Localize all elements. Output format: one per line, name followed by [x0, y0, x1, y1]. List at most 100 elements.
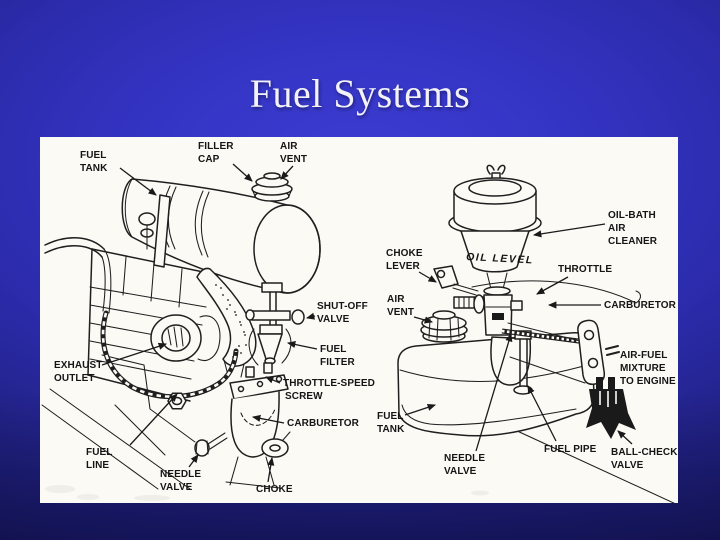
intake-manifold-drawing [196, 267, 257, 378]
label-text: NEEDLE [160, 469, 201, 480]
leader-fuel-pipe [527, 385, 557, 442]
label-text: NEEDLE [444, 453, 485, 464]
label-text: OUTLET [54, 373, 95, 384]
label-text: CARBURETOR [604, 300, 677, 311]
fuel-filter-drawing [248, 324, 292, 366]
leader-ball-check-valve [617, 430, 633, 445]
label-text: VALVE [611, 460, 644, 471]
throttle-linkage-drawing [471, 280, 642, 386]
label-text: FILLER [198, 141, 234, 152]
leader-throttle [536, 276, 569, 295]
leader-shut-off-valve [305, 312, 316, 320]
leader-carburetor-left [251, 414, 285, 424]
label-air-vent-right: AIR VENT [387, 294, 434, 324]
label-text: OIL-BATH [608, 210, 656, 221]
needle-valve-drawing [194, 432, 228, 457]
leader-air-vent-right [413, 316, 434, 324]
shut-off-valve-drawing [245, 282, 305, 330]
label-fuel-filter: FUEL FILTER [286, 340, 356, 368]
leader-exhaust-outlet [101, 342, 168, 366]
label-air-vent-left: AIR VENT [280, 141, 307, 180]
label-fuel-tank-right: FUEL TANK [377, 403, 437, 435]
label-ball-check-valve: BALL-CHECK VALVE [611, 430, 678, 471]
leader-needle-valve-right [475, 332, 513, 452]
leader-air-vent-left [280, 165, 294, 180]
label-text: FUEL PIPE [544, 444, 597, 455]
label-text: CLEANER [608, 236, 658, 247]
carburetor-bowl-drawing [490, 336, 532, 386]
leader-fuel-filter [286, 340, 318, 350]
air-vent-cap-drawing [420, 310, 468, 343]
label-text: BALL-CHECK [611, 447, 678, 458]
label-exhaust-outlet: EXHAUST OUTLET [54, 342, 168, 384]
label-text: FUEL [86, 447, 113, 458]
label-text: FUEL [320, 344, 347, 355]
label-choke: CHOKE [256, 456, 293, 495]
label-text: THROTTLE [558, 264, 612, 275]
label-air-fuel-mixture: AIR-FUEL MIXTURE TO ENGINE [620, 350, 676, 387]
leader-oil-bath-air-cleaner [532, 223, 606, 238]
label-filler-cap: FILLER CAP [198, 141, 253, 182]
choke-drawing [261, 431, 291, 458]
label-text: FILTER [320, 357, 356, 368]
fuel-systems-diagram: FUEL TANK FILLER CAP AIR VENT SHUT-OFF V… [41, 141, 678, 503]
label-shut-off-valve: SHUT-OFF VALVE [305, 301, 368, 325]
bench-line [501, 423, 675, 503]
label-text: CHOKE [256, 484, 293, 495]
label-text: TANK [80, 163, 108, 174]
label-choke-lever: CHOKE LEVER [386, 248, 437, 283]
label-text: LEVER [386, 261, 421, 272]
oil-bath-air-cleaner-drawing [448, 164, 542, 296]
label-text: VALVE [317, 314, 350, 325]
label-fuel-tank-left: FUEL TANK [80, 150, 157, 196]
leader-fuel-tank-left [119, 167, 157, 196]
stipple-dots [215, 284, 247, 358]
oil-level-text: OIL LEVEL [466, 251, 534, 267]
label-text: AIR [608, 223, 626, 234]
label-throttle: THROTTLE [536, 264, 612, 295]
label-text: EXHAUST [54, 360, 102, 371]
leader-fuel-tank-right [404, 403, 437, 416]
fuel-tank-drawing [44, 178, 321, 314]
label-carburetor-left: CARBURETOR [251, 414, 360, 429]
label-text: TANK [377, 424, 405, 435]
label-text: LINE [86, 460, 109, 471]
label-carburetor-right: CARBURETOR [547, 300, 677, 311]
label-text: FUEL [377, 411, 404, 422]
leader-filler-cap [232, 163, 253, 182]
leader-needle-valve-left [188, 454, 199, 468]
label-text: VENT [280, 154, 307, 165]
label-text: CHOKE [386, 248, 423, 259]
slide-title: Fuel Systems [249, 71, 471, 116]
label-text: VALVE [444, 466, 477, 477]
leader-choke-lever [418, 271, 437, 283]
label-text: VALVE [160, 482, 193, 493]
filler-cap-drawing [251, 172, 293, 202]
label-text: VENT [387, 307, 414, 318]
label-text: SHUT-OFF [317, 301, 368, 312]
label-oil-bath-air-cleaner: OIL-BATH AIR CLEANER [532, 210, 658, 247]
label-oil-level: OIL LEVEL [466, 251, 534, 267]
label-text: CARBURETOR [287, 418, 360, 429]
ball-check-valve-drawing [586, 377, 636, 439]
label-throttle-speed-screw: THROTTLE-SPEED SCREW [265, 376, 375, 402]
diagram-panel: FUEL TANK FILLER CAP AIR VENT SHUT-OFF V… [40, 137, 678, 503]
label-text: THROTTLE-SPEED [283, 378, 375, 389]
label-text: FUEL [80, 150, 107, 161]
label-fuel-line: FUEL LINE [86, 393, 178, 471]
scan-smudges [45, 485, 489, 501]
label-text: MIXTURE [620, 363, 666, 374]
left-diagram: FUEL TANK FILLER CAP AIR VENT SHUT-OFF V… [41, 141, 375, 495]
label-text: TO ENGINE [620, 376, 676, 387]
label-fuel-pipe: FUEL PIPE [527, 385, 597, 455]
leader-choke [267, 456, 275, 483]
right-diagram: OIL-BATH AIR CLEANER OIL LEVEL CHOKE LEV… [377, 164, 678, 503]
label-needle-valve-left: NEEDLE VALVE [160, 454, 201, 493]
label-text: SCREW [285, 391, 323, 402]
leader-fuel-line [129, 393, 178, 446]
leader-throttle-speed-screw [265, 376, 281, 384]
carburetor-right-drawing [473, 294, 523, 336]
label-text: AIR-FUEL [620, 350, 667, 361]
label-needle-valve-right: NEEDLE VALVE [444, 332, 513, 477]
